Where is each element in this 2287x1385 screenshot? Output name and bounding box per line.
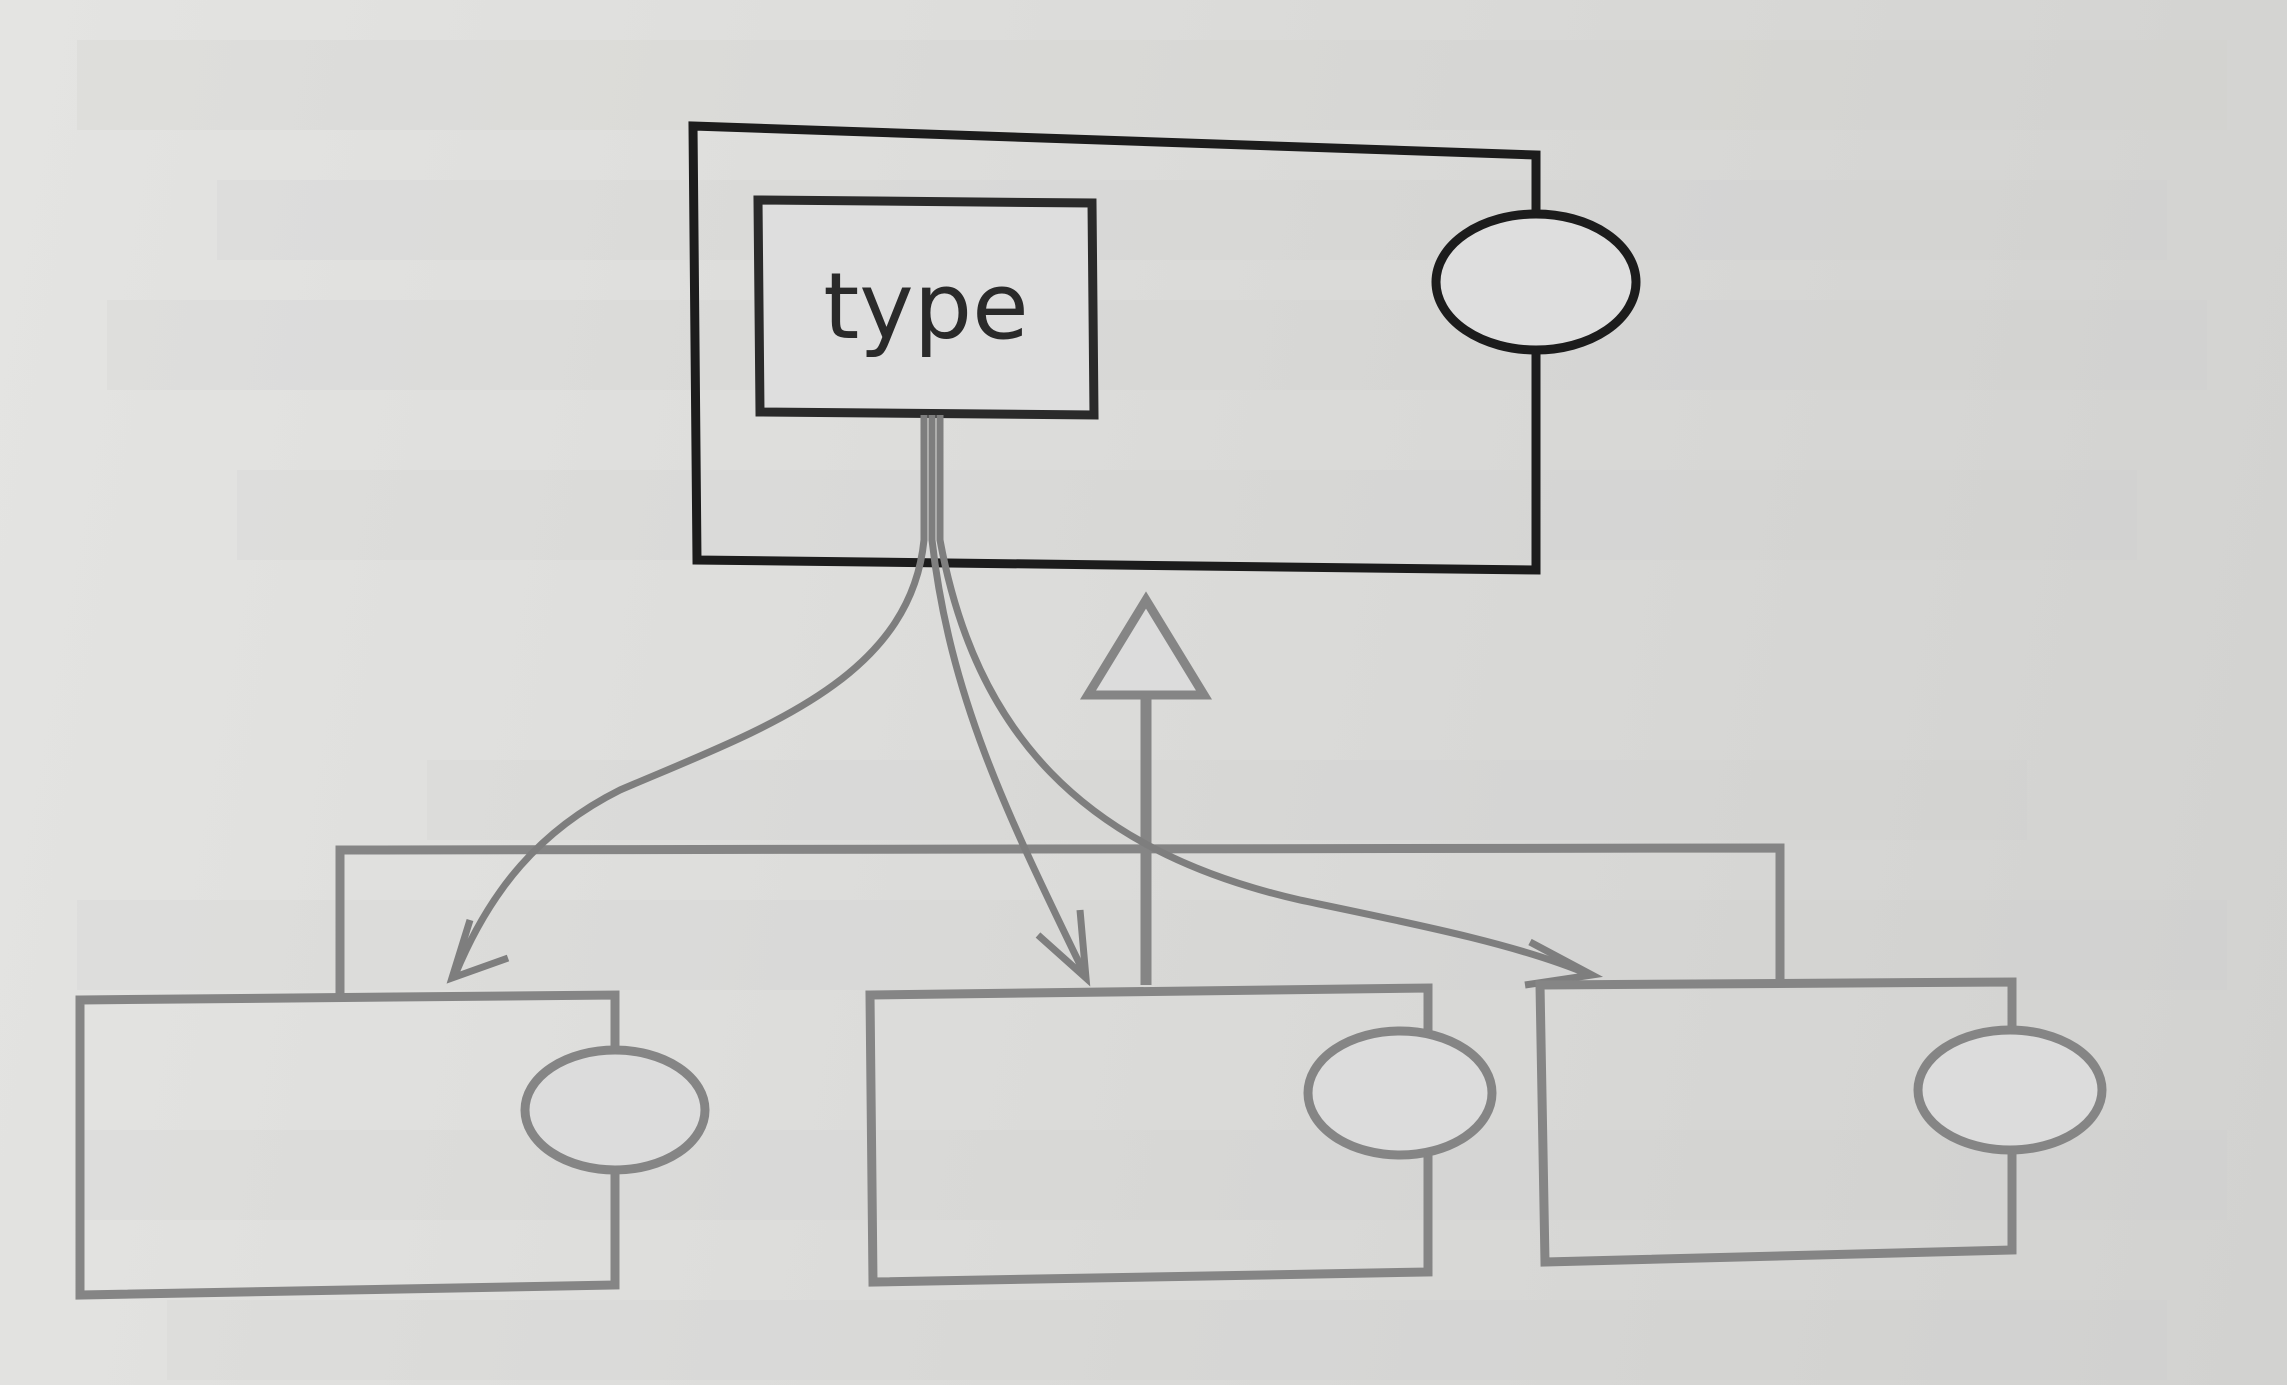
inheritance-arrowhead [1079, 591, 1213, 700]
arrow-to-child-2-head [1035, 909, 1091, 987]
child-class-box-2 [865, 983, 1497, 1287]
child-1-method-port [520, 1045, 710, 1175]
arrow-to-child-1-head [446, 918, 510, 984]
child-3-outline [1535, 977, 2017, 1267]
child-2-outline [865, 983, 1433, 1287]
inheritance-bracket [335, 843, 1785, 1000]
child-2-method-port [1303, 1026, 1497, 1160]
arrow-to-child-3 [936, 415, 1592, 979]
type-field-label: type [823, 253, 1029, 360]
parent-method-port [1431, 209, 1641, 355]
injection-arrows [446, 415, 1604, 989]
parent-class-box: type [688, 121, 1641, 575]
child-class-box-3 [1535, 977, 2107, 1267]
parent-box-outline [688, 121, 1541, 575]
bleed-through-text [77, 40, 2227, 1380]
inheritance-tree [335, 591, 1785, 1000]
arrow-to-child-1 [451, 415, 928, 977]
arrow-to-child-2 [928, 415, 1089, 977]
child-3-method-port [1913, 1025, 2107, 1155]
child-class-box-1 [75, 990, 710, 1300]
type-field-box [753, 195, 1099, 420]
child-1-outline [75, 990, 620, 1300]
